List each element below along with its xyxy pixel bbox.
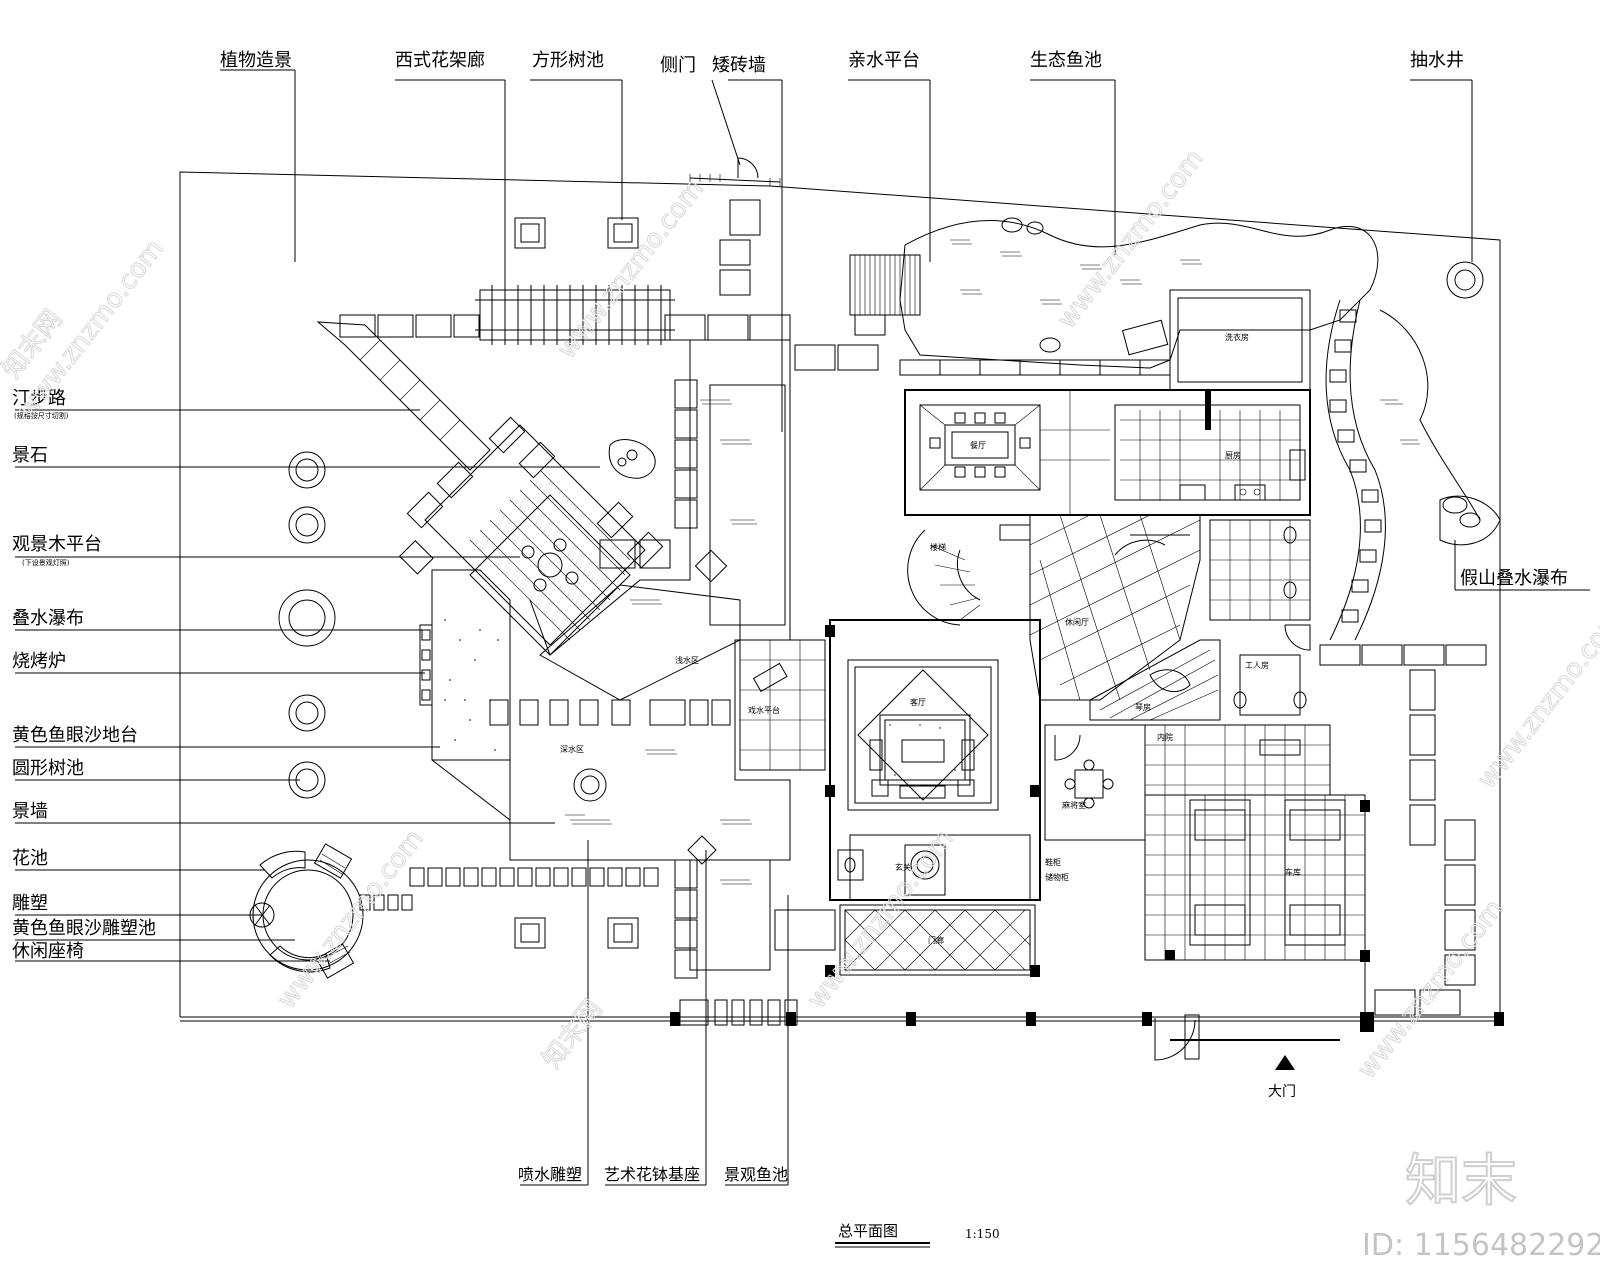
gate-arrow-icon	[1275, 1055, 1295, 1070]
room-label-kitchen: 厨房	[1225, 450, 1241, 460]
house	[739, 289, 1487, 1016]
water-well-icon	[1446, 261, 1484, 299]
wood-deck	[399, 416, 664, 656]
room-label-shallow-pool: 浅水区	[675, 655, 699, 665]
room-label-pool-deck: 戏水平台	[748, 705, 780, 715]
room-label-dining: 餐厅	[970, 441, 986, 450]
label-water-well: 抽水井	[1410, 50, 1464, 71]
watermark-text: www.znzmo.com	[552, 174, 710, 364]
watermark-text: www.znzmo.com	[272, 824, 430, 1014]
room-label-laundry: 洗衣房	[1225, 332, 1249, 342]
room-label-cabinet: 储物柜	[1045, 872, 1069, 882]
brand-watermark: 知末 ID: 1156482292	[1362, 1148, 1600, 1263]
label-feature-wall: 景墙	[12, 801, 48, 822]
rockery-waterfall	[1325, 299, 1501, 641]
brand-logo-text: 知末	[1405, 1149, 1517, 1214]
label-square-tree-pit: 方形树池	[532, 50, 604, 71]
label-fountain-sculpture: 喷水雕塑	[518, 1165, 582, 1184]
site-boundary	[179, 171, 1504, 1070]
room-label-piano: 琴房	[1135, 702, 1151, 712]
label-leisure-seat: 休闲座椅	[12, 941, 84, 962]
label-landscape-rock: 景石	[12, 445, 48, 466]
sand-platform	[419, 569, 511, 821]
watermark-text: www.znzmo.com	[1472, 604, 1600, 794]
fish-pond	[849, 217, 1379, 376]
label-western-pergola: 西式花架廊	[395, 50, 485, 71]
left-annotations: 汀步路 (规格按尺寸切割) 景石 观景木平台 (下设景观灯照) 叠水瀑布 烧烤炉…	[12, 388, 156, 962]
watermark-cn: 知末网	[537, 994, 609, 1074]
room-label-mahjong: 麻将室	[1062, 800, 1086, 810]
label-cascade: 叠水瀑布	[12, 608, 84, 629]
label-low-brick-wall: 矮砖墙	[712, 55, 766, 76]
room-label-deep-pool: 深水区	[560, 744, 584, 754]
label-side-door: 侧门	[660, 55, 696, 76]
watermark: www.znzmo.com www.znzmo.com www.znzmo.co…	[0, 144, 1600, 1085]
main-gate-label: 大门	[1268, 1084, 1296, 1100]
leader-lines	[15, 69, 1590, 1186]
label-koi-pond: 景观鱼池	[724, 1165, 788, 1184]
image-id-text: ID: 1156482292	[1362, 1228, 1600, 1263]
label-plant-landscape: 植物造景	[220, 50, 292, 71]
label-flower-bed: 花池	[12, 848, 48, 869]
label-water-platform: 亲水平台	[848, 50, 920, 71]
room-label-foyer: 玄关	[895, 862, 911, 872]
room-label-shoe: 鞋柜	[1045, 857, 1061, 867]
label-stepping-path-note: (规格按尺寸切割)	[14, 411, 69, 420]
right-annotations: 假山叠水瀑布	[1460, 568, 1568, 589]
watermark-text: www.znzmo.com	[1352, 894, 1510, 1084]
room-label-hall: 休闲厅	[1065, 617, 1089, 627]
side-door	[689, 157, 781, 186]
label-round-tree-pit: 圆形树池	[12, 758, 84, 779]
round-tree-pits	[278, 451, 336, 799]
watermark-text: www.znzmo.com	[1052, 144, 1210, 334]
room-labels: 餐厅 厨房 洗衣房 客厅 车库 门廊 玄关 戏水平台 麻将室 工人房 楼梯 琴房…	[560, 332, 1301, 945]
paving-strip	[359, 379, 798, 1026]
label-sand-sculpture-pool: 黄色鱼眼沙雕塑池	[12, 918, 156, 939]
label-wood-deck: 观景木平台	[12, 534, 102, 555]
square-tree-pits	[514, 217, 639, 949]
pergola	[475, 285, 675, 345]
room-label-entry: 门廊	[928, 935, 944, 945]
watermark-text: www.znzmo.com	[802, 824, 960, 1014]
label-eco-fish-pond: 生态鱼池	[1030, 50, 1102, 71]
drawing-title: 总平面图	[838, 1222, 898, 1240]
stepping-path	[316, 199, 879, 471]
drawing-scale: 1:150	[965, 1227, 1000, 1241]
label-wood-deck-note: (下设景观灯照)	[22, 558, 70, 567]
top-annotations: 植物造景 西式花架廊 方形树池 侧门 矮砖墙 亲水平台 生态鱼池 抽水井	[220, 50, 1464, 76]
label-sculpture: 雕塑	[12, 893, 48, 914]
room-label-living: 客厅	[910, 697, 926, 707]
label-flower-pot-base: 艺术花钵基座	[604, 1165, 700, 1184]
room-label-utility: 工人房	[1245, 660, 1269, 670]
room-label-garage: 车库	[1285, 867, 1301, 877]
room-label-inner-garden: 内院	[1157, 732, 1173, 742]
bottom-annotations: 喷水雕塑 艺术花钵基座 景观鱼池	[518, 1165, 788, 1184]
title-block: 总平面图 1:150 大门	[835, 1084, 1296, 1248]
label-rockery-waterfall: 假山叠水瀑布	[1460, 568, 1568, 589]
label-bbq: 烧烤炉	[12, 651, 66, 672]
landscape-rock-icon	[608, 439, 656, 479]
sculpture-flower-bed	[249, 843, 364, 979]
label-stepping-path: 汀步路	[12, 388, 66, 409]
label-yellow-sand-platform: 黄色鱼眼沙地台	[12, 725, 138, 746]
room-label-stairs: 楼梯	[930, 542, 946, 552]
